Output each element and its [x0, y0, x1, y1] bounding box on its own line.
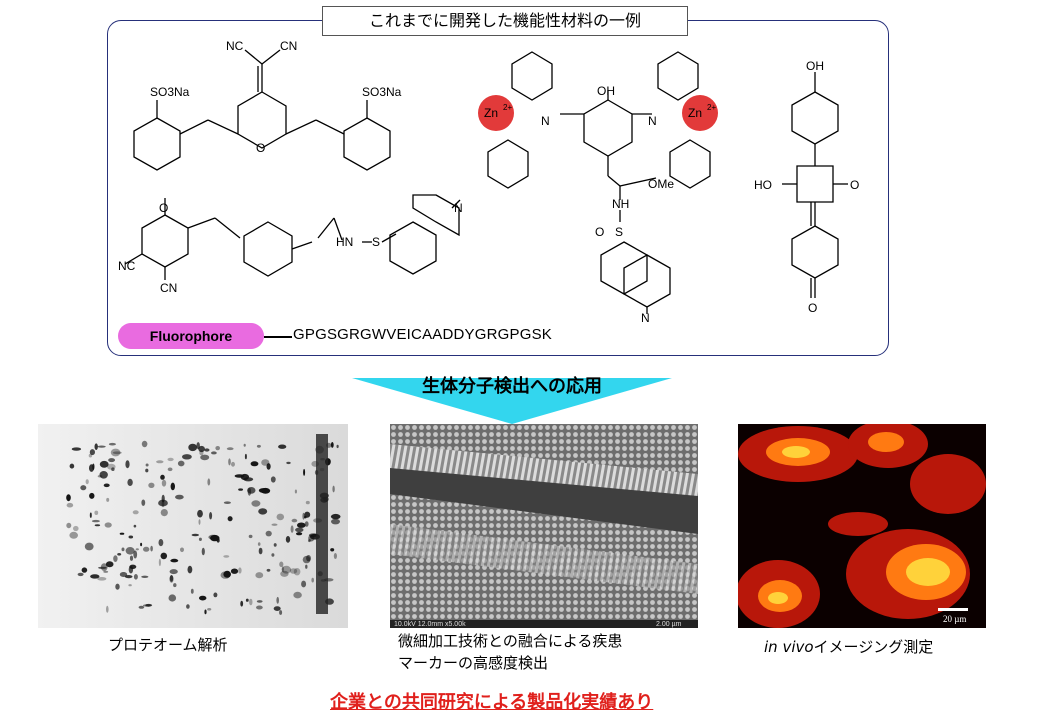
caption-sem: 微細加工技術との融合による疾患 マーカーの高感度検出	[398, 630, 622, 674]
molecule-1	[133, 49, 391, 171]
m1-so3na-left: SO3Na	[150, 85, 190, 99]
m1-so3na-right: SO3Na	[362, 85, 402, 99]
fluorophore-pill: Fluorophore	[118, 323, 264, 349]
peptide-sequence: GPGSGRGWVEICAADDYGRGPGSK	[293, 326, 553, 343]
zn-left-charge: 2+	[503, 103, 512, 112]
m3-oh-top-label: OH	[806, 59, 824, 73]
molecule-3	[782, 72, 848, 298]
fluorescence-scale-text: 20 µm	[943, 614, 966, 624]
molecule-2	[487, 51, 711, 314]
zn-right-charge: 2+	[707, 103, 716, 112]
zn-left-label: Zn	[484, 106, 498, 120]
in-vivo-fluorescence-image: 20 µm	[738, 424, 986, 628]
m4-o-label: O	[159, 201, 168, 215]
m2-s-label: S	[615, 225, 623, 239]
caption-in-vivo-rest: イメージング測定	[813, 638, 934, 656]
m1-o-label: O	[256, 141, 265, 155]
m4-cn-label: CN	[160, 281, 177, 295]
caption-sem-line1: 微細加工技術との融合による疾患	[398, 632, 623, 650]
frame-title: これまでに開発した機能性材料の一例	[322, 6, 688, 36]
application-label: 生体分子検出への応用	[422, 376, 602, 397]
m1-nc-label: NC	[226, 39, 244, 53]
m1-cn-label: CN	[280, 39, 297, 53]
proteome-gel-image	[38, 424, 348, 628]
m2-oh-label: OH	[597, 84, 615, 98]
m3-o-right-label: O	[850, 178, 859, 192]
m3-ho-label: HO	[754, 178, 772, 192]
m2-o-label: O	[595, 225, 604, 239]
chemical-structures: NC CN O SO3Na SO3Na NC CN O HN S N	[118, 39, 859, 325]
zn-ball-left	[478, 95, 514, 131]
zn-ball-right	[682, 95, 718, 131]
caption-sem-line2: マーカーの高感度検出	[398, 654, 549, 672]
caption-in-vivo: in vivoイメージング測定	[764, 636, 933, 658]
caption-in-vivo-italic: in vivo	[764, 638, 814, 656]
m4-n-label: N	[454, 201, 463, 215]
m2-n-left-label: N	[541, 114, 550, 128]
molecule-4	[124, 194, 461, 280]
m2-n-right-label: N	[648, 114, 657, 128]
m3-o-bottom-label: O	[808, 301, 817, 315]
zn-right-label: Zn	[688, 106, 702, 120]
caption-proteome: プロテオーム解析	[108, 636, 228, 654]
fluorophore-connector	[264, 336, 292, 338]
sem-nanopillar-image: 10.0kV 12.0mm x5.00k 2.00 µm	[390, 424, 698, 628]
sem-scale-text: 2.00 µm	[656, 621, 682, 628]
sem-info-text: 10.0kV 12.0mm x5.00k	[394, 621, 466, 628]
m2-nh-label: NH	[612, 197, 629, 211]
m4-hn-label: HN	[336, 235, 353, 249]
m4-nc-label: NC	[118, 259, 136, 273]
m4-s-label: S	[372, 235, 380, 249]
m2-nme-label: N	[641, 311, 650, 325]
footer-note: 企業との共同研究による製品化実績あり	[330, 692, 654, 713]
m2-ome-label: OMe	[648, 177, 674, 191]
